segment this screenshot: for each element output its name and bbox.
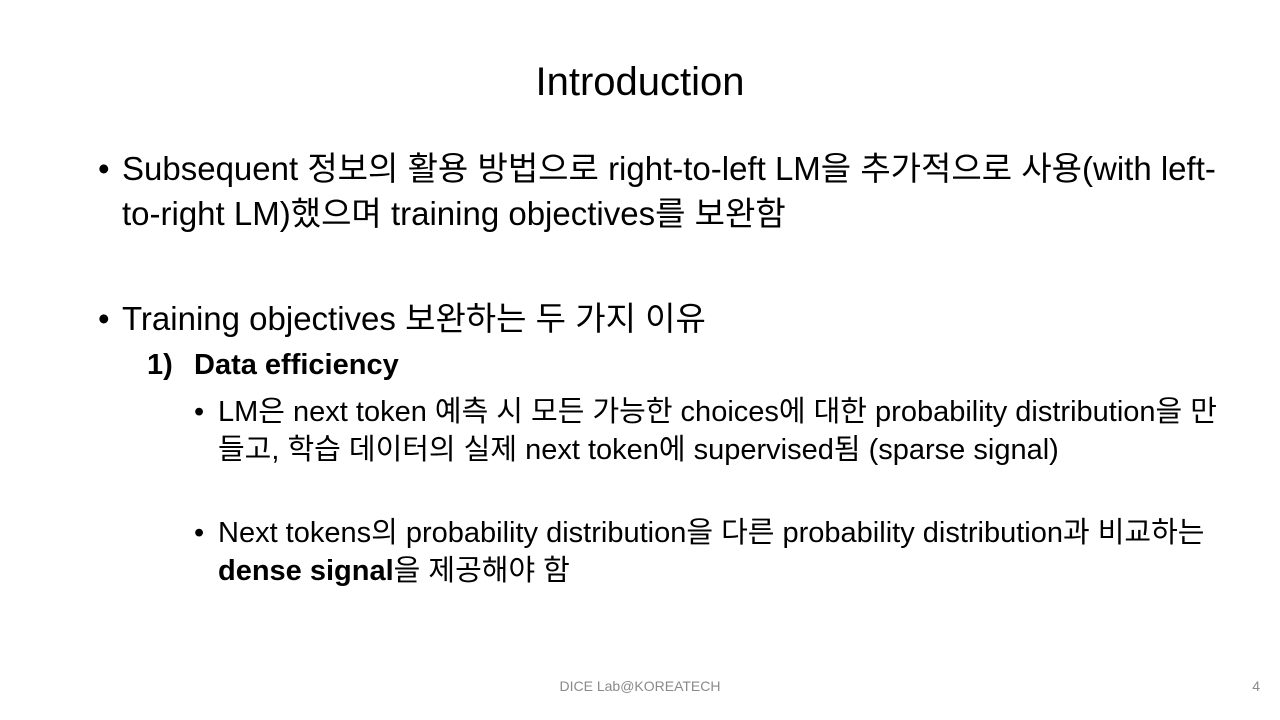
sub-bullet-text-after: 을 제공해야 함 (393, 555, 570, 587)
bullet-item: • Training objectives 보완하는 두 가지 이유 (98, 296, 1222, 341)
bullet-marker: • (98, 300, 110, 337)
bullet-item: • Subsequent 정보의 활용 방법으로 right-to-left L… (98, 146, 1222, 236)
bullet-text: Subsequent 정보의 활용 방법으로 right-to-left LM을… (122, 150, 1216, 232)
sub-bullet-item: • Next tokens의 probability distribution을… (194, 514, 1218, 590)
footer-text: DICE Lab@KOREATECH (559, 678, 721, 694)
sub-bullet-item: • LM은 next token 예측 시 모든 가능한 choices에 대한… (194, 393, 1218, 469)
sub-bullet-text-before: Next tokens의 probability distribution을 다… (218, 517, 1205, 549)
sub-bullet-text-bold: dense signal (218, 555, 394, 587)
sub-heading-number: 1) (147, 349, 173, 381)
bullet-text: Training objectives 보완하는 두 가지 이유 (122, 300, 706, 337)
sub-bullet-text: LM은 next token 예측 시 모든 가능한 choices에 대한 p… (218, 396, 1217, 466)
slide-title: Introduction (535, 60, 745, 104)
page-number: 4 (1252, 678, 1260, 694)
bullet-marker: • (98, 150, 110, 187)
sub-bullet-marker: • (194, 517, 205, 549)
sub-bullet-marker: • (194, 396, 205, 428)
sub-heading-text: Data efficiency (194, 349, 399, 381)
sub-heading: 1) Data efficiency (147, 347, 399, 383)
